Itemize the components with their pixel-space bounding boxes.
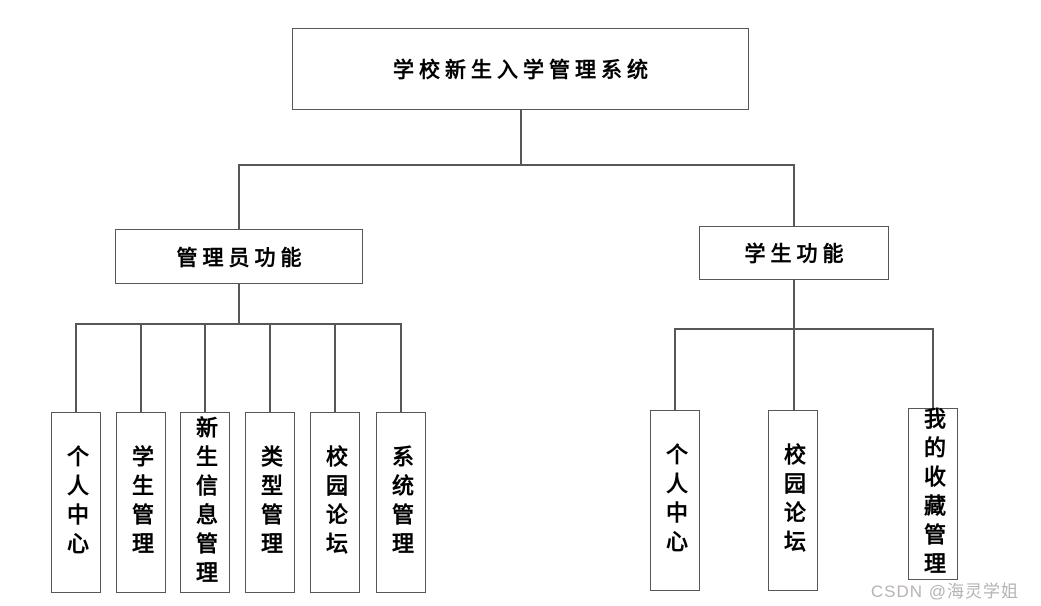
leaf-label: 个人中心 [663,442,688,559]
leaf-label: 新生信息管理 [193,415,218,590]
connector-line [400,323,402,412]
leaf-node-student-personal-center: 个人中心 [650,410,700,591]
root-node: 学校新生入学管理系统 [292,28,749,110]
admin-branch-node: 管理员功能 [115,229,363,284]
leaf-node-admin-system-management: 系统管理 [376,412,426,593]
leaf-label: 学生管理 [129,444,154,561]
connector-line [204,323,206,412]
student-branch-node: 学生功能 [699,226,889,280]
leaf-node-admin-freshman-info-management: 新生信息管理 [180,412,230,593]
connector-line [793,280,795,328]
connector-line [334,323,336,412]
root-node-label: 学校新生入学管理系统 [393,59,653,82]
leaf-label: 我的收藏管理 [921,407,946,581]
leaf-label: 个人中心 [64,444,89,561]
leaf-node-admin-type-management: 类型管理 [245,412,295,593]
leaf-node-student-favorites-management: 我的收藏管理 [908,407,958,581]
connector-line [932,328,934,408]
connector-line [674,328,676,410]
leaf-label: 校园论坛 [781,442,806,559]
leaf-label: 校园论坛 [323,444,348,561]
csdn-watermark: CSDN @海灵学姐 [870,582,1019,601]
leaf-node-student-campus-forum: 校园论坛 [768,410,818,591]
leaf-node-admin-campus-forum: 校园论坛 [310,412,360,593]
connector-line [674,328,934,330]
connector-line [793,328,795,410]
leaf-label: 系统管理 [389,444,414,561]
connector-line [75,323,402,325]
connector-line [238,164,795,166]
connector-line [75,323,77,412]
connector-line [238,164,240,229]
connector-line [140,323,142,412]
admin-branch-label: 管理员功能 [176,246,307,270]
leaf-label: 类型管理 [258,444,283,561]
connector-line [269,323,271,412]
connector-line [520,110,522,164]
leaf-node-admin-personal-center: 个人中心 [51,412,101,593]
student-branch-label: 学生功能 [744,243,849,266]
connector-line [238,284,240,323]
leaf-node-admin-student-management: 学生管理 [116,412,166,593]
connector-line [793,164,795,226]
